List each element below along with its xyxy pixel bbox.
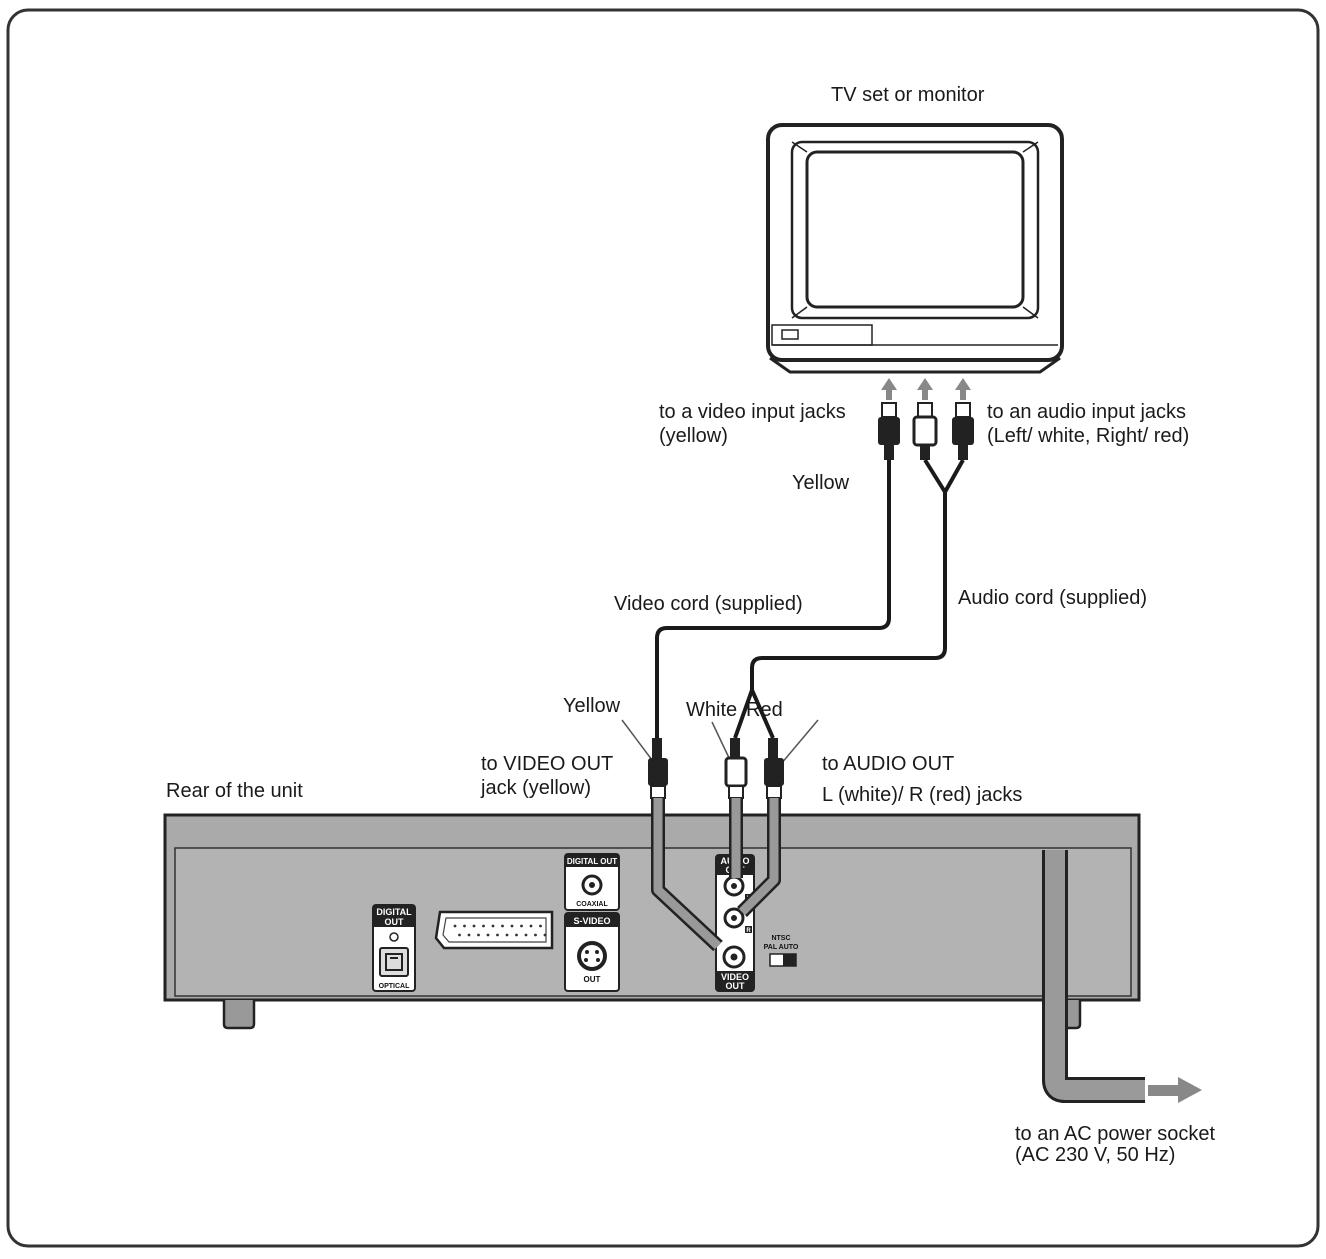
to-audio-out-line1: to AUDIO OUT (822, 753, 955, 775)
coaxial-label: COAXIAL (576, 901, 608, 908)
to-audio-input-line1: to an audio input jacks (987, 401, 1187, 423)
scart-connector (434, 910, 554, 950)
tv-audio-plug-left (912, 402, 938, 460)
to-audio-input-line2: (Left/ white, Right/ red) (987, 425, 1190, 447)
yellow-bottom-label: Yellow (563, 695, 621, 717)
audio-cord-split-bottom (733, 689, 775, 739)
scart-pin (534, 933, 537, 937)
tv-video-plug (878, 402, 900, 460)
scart-pin (458, 933, 461, 937)
coaxial-digital-out: DIGITAL OUT COAXIAL (564, 853, 620, 911)
unit-audio-plug-white (724, 738, 748, 799)
audio-cord-split-top (923, 458, 965, 494)
scart-pin (482, 924, 485, 928)
power-cord (1045, 850, 1145, 1100)
to-ac-line2: (AC 230 V, 50 Hz) (1015, 1144, 1176, 1166)
to-video-out-label: to VIDEO OUT jack (yellow) (481, 752, 613, 800)
audio-cord (750, 492, 947, 690)
unit-video-plug (648, 738, 668, 799)
video-cord-label: Video cord (supplied) (614, 593, 803, 615)
to-video-input-line1: to a video input jacks (659, 401, 846, 423)
rear-of-unit-label: Rear of the unit (166, 780, 303, 802)
scart-pin (524, 933, 528, 937)
to-audio-out-line2: L (white)/ R (red) jacks (822, 784, 1023, 806)
video-out-title-1: VIDEO (721, 972, 749, 982)
scart-pin (529, 924, 533, 928)
scart-pin (472, 924, 476, 928)
to-video-out-line2: jack (yellow) (481, 777, 592, 799)
scart-pin (501, 924, 504, 928)
scart-pin (505, 933, 509, 937)
scart-pin (467, 933, 471, 937)
scart-pins (453, 924, 547, 937)
yellow-top-label: Yellow (792, 472, 850, 494)
to-video-input-label: to a video input jacks (yellow) (659, 400, 846, 448)
video-out-title-2: OUT (726, 981, 746, 991)
to-ac-line1: to an AC power socket (1015, 1123, 1216, 1145)
scart-pin (486, 933, 490, 937)
coaxial-title: DIGITAL OUT (567, 857, 617, 866)
scart-pin (520, 924, 523, 928)
scart-pin (463, 924, 466, 928)
optical-title-2: OUT (385, 917, 405, 927)
to-ac-label: to an AC power socket (AC 230 V, 50 Hz) (1015, 1124, 1215, 1166)
to-audio-input-label: to an audio input jacks (Left/ white, Ri… (987, 400, 1189, 448)
to-audio-out-label: to AUDIO OUT L (white)/ R (red) jacks (822, 749, 1022, 811)
optical-title-1: DIGITAL (376, 907, 412, 917)
leader-yellow-bottom (621, 719, 653, 761)
tv-label: TV set or monitor (831, 84, 985, 106)
power-arrow (1148, 1077, 1202, 1103)
audio-cord-label: Audio cord (supplied) (958, 587, 1147, 609)
red-label: Red (746, 699, 783, 721)
to-video-out-line1: to VIDEO OUT (481, 753, 614, 775)
s-video-out: S-VIDEO OUT (564, 912, 620, 992)
tv-indicator (781, 329, 799, 340)
audio-r-label: R (746, 928, 751, 934)
white-label: White (686, 699, 738, 721)
ntsc-pal-switch: NTSC PAL AUTO (764, 935, 799, 967)
scart-pin (539, 924, 542, 928)
ntsc-label: NTSC (771, 935, 790, 942)
scart-pin (543, 933, 547, 937)
tv-audio-plug-right (952, 402, 974, 460)
unit-audio-plug-red (764, 738, 784, 799)
audio-r-cable-in-unit (738, 798, 779, 916)
video-cable-in-unit (653, 798, 722, 950)
optical-digital-out: DIGITAL OUT OPTICAL (372, 904, 416, 992)
scart-pin (510, 924, 514, 928)
tv-input-arrows (881, 378, 971, 400)
scart-pin (477, 933, 480, 937)
pal-auto-label: PAL AUTO (764, 944, 799, 951)
s-video-title: S-VIDEO (573, 916, 610, 926)
s-video-out-label: OUT (584, 975, 601, 984)
leader-white (711, 721, 731, 761)
unit-rear (163, 813, 1141, 1030)
scart-pin (491, 924, 495, 928)
scart-pin (453, 924, 457, 928)
scart-pin (496, 933, 499, 937)
scart-pin (515, 933, 518, 937)
leader-red (780, 719, 819, 765)
video-cord (655, 460, 891, 738)
tv-screen (805, 150, 1025, 309)
optical-label: OPTICAL (379, 983, 410, 990)
to-video-input-line2: (yellow) (659, 425, 728, 447)
tv-set (766, 123, 1064, 374)
outer-frame (6, 8, 1320, 1248)
